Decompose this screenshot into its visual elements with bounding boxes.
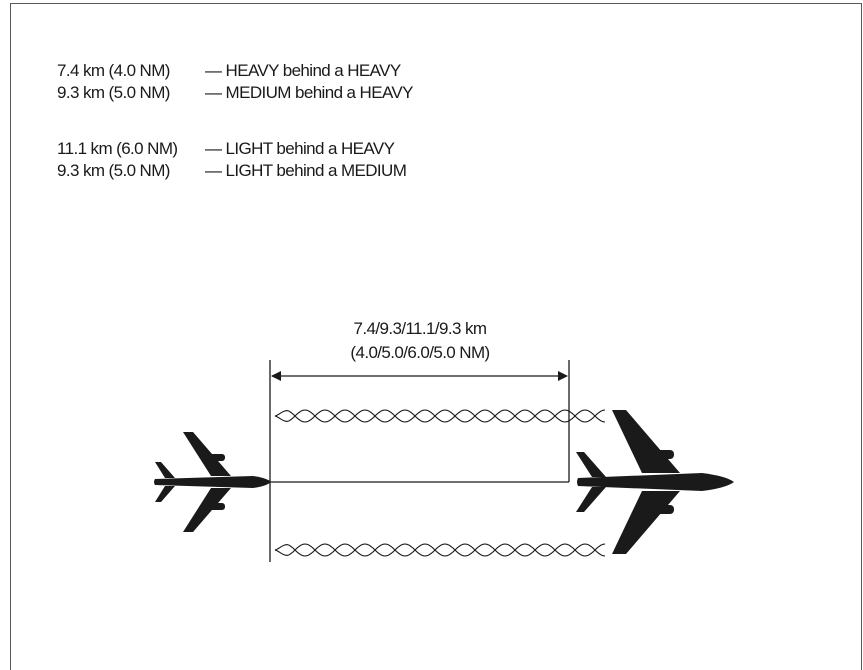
following-aircraft-airplane-icon bbox=[154, 432, 271, 532]
wake-vortex-lower bbox=[275, 544, 605, 556]
leading-aircraft-airplane-icon bbox=[576, 410, 734, 554]
wake-vortex-upper bbox=[275, 410, 605, 422]
